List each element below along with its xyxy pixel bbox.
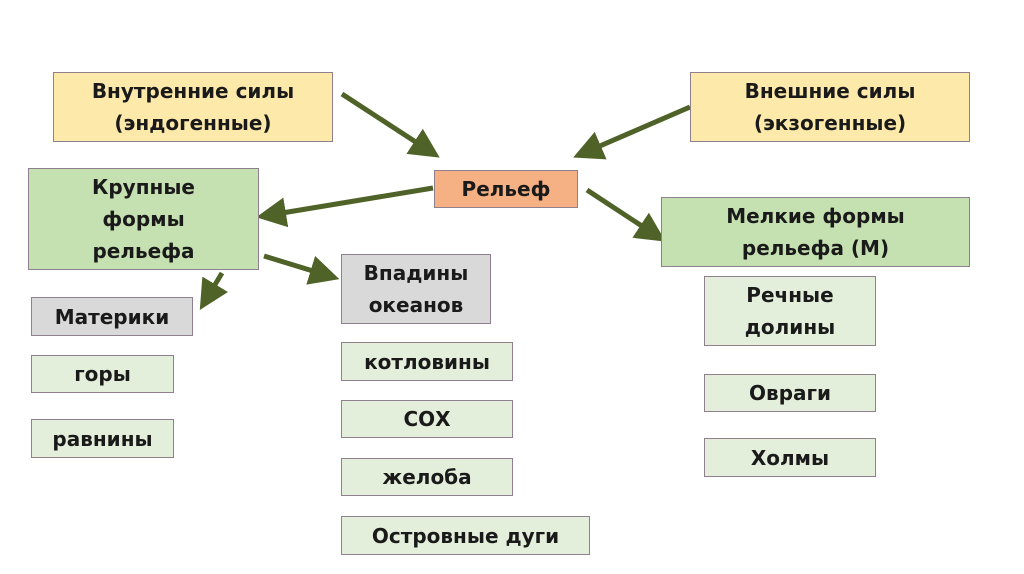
ocean-depressions-box: Впадины океанов: [341, 254, 491, 324]
arrow-relief-to-large: [256, 185, 434, 228]
island-arcs-box: Островные дуги: [341, 516, 590, 555]
arrow-large-to-ocean: [263, 253, 340, 285]
internal-forces-box: Внутренние силы (эндогенные): [53, 72, 333, 142]
hills-box: Холмы: [704, 438, 876, 477]
ravines-box: Овраги: [704, 374, 876, 412]
relief-box: Рельеф: [434, 170, 578, 208]
large-forms-box: Крупные формы рельефа: [28, 168, 259, 270]
arrow-external-to-relief: [573, 104, 691, 160]
mountains-box: горы: [31, 355, 174, 393]
mid-ocean-ridges-box: СОХ: [341, 400, 513, 438]
trenches-box: желоба: [341, 458, 513, 496]
basins-box: котловины: [341, 342, 513, 381]
continents-box: Материки: [31, 297, 193, 336]
river-valleys-box: Речные долины: [704, 276, 876, 346]
small-forms-box: Мелкие формы рельефа (М): [661, 197, 970, 267]
arrow-large-to-continents: [199, 271, 229, 311]
external-forces-box: Внешние силы (экзогенные): [690, 72, 970, 142]
plains-box: равнины: [31, 419, 174, 458]
arrow-relief-to-small: [585, 187, 666, 242]
arrow-internal-to-relief: [340, 91, 440, 158]
